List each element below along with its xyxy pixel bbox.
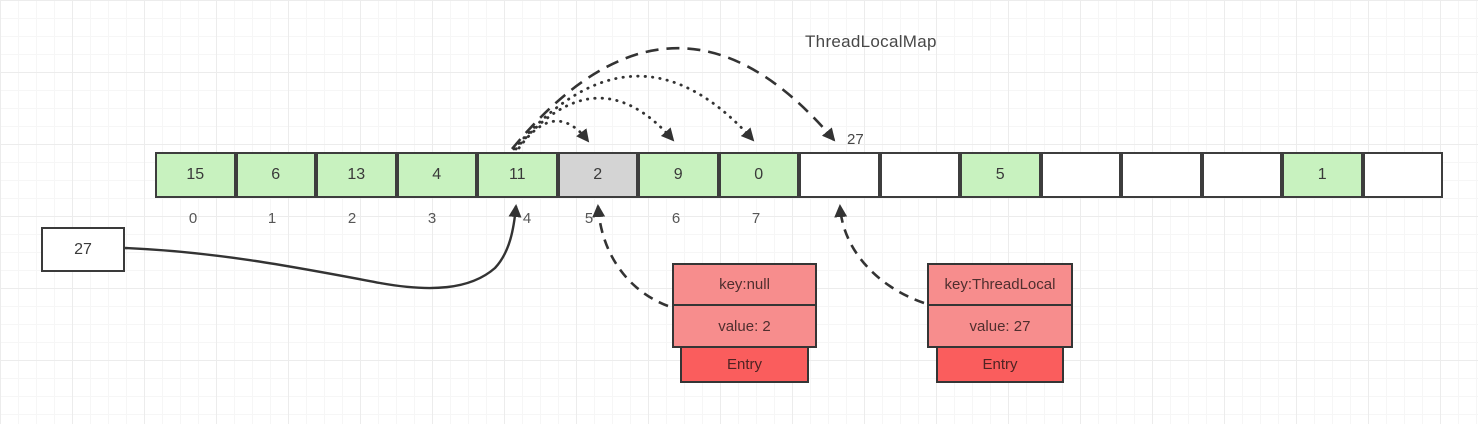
array-cell: 9 — [638, 152, 719, 198]
probe-arc-to-slot8 — [510, 46, 836, 150]
threadlocalmap-array: 15 6 13 4 11 2 9 0 5 1 — [155, 152, 1443, 198]
array-cell — [879, 152, 960, 198]
array-cell: 6 — [235, 152, 316, 198]
entry-box-stale: key:null value: 2 Entry — [672, 263, 817, 383]
index-label: 2 — [347, 210, 357, 227]
array-cell — [1362, 152, 1443, 198]
diagram-title: ThreadLocalMap — [805, 32, 937, 51]
index-label: 3 — [427, 210, 437, 227]
array-cell-stale: 2 — [557, 152, 638, 198]
entry-value-row: value: 27 — [927, 304, 1073, 348]
entry-key-row: key:null — [672, 263, 817, 306]
index-label: 6 — [671, 210, 681, 227]
entry-box-live: key:ThreadLocal value: 27 Entry — [927, 263, 1073, 383]
stale-entry-to-slot5-curve — [592, 204, 669, 308]
entry-value-row: value: 2 — [672, 304, 817, 348]
array-cell: 13 — [316, 152, 397, 198]
array-cell: 4 — [396, 152, 477, 198]
probe-arc-to-slot5 — [517, 119, 590, 150]
array-cell — [799, 152, 880, 198]
index-label: 0 — [188, 210, 198, 227]
array-cell: 5 — [960, 152, 1041, 198]
index-label: 5 — [584, 210, 594, 227]
probe-arc-to-slot6 — [514, 96, 675, 151]
entry-to-slot8-curve — [834, 204, 925, 305]
index-label: 1 — [267, 210, 277, 227]
entry-key-row: key:ThreadLocal — [927, 263, 1073, 306]
value-source-box: 27 — [41, 227, 125, 272]
source-to-slot4-curve — [124, 204, 522, 290]
array-cell: 11 — [477, 152, 558, 198]
array-cell: 15 — [155, 152, 236, 198]
array-cell — [1040, 152, 1121, 198]
array-cell: 1 — [1282, 152, 1363, 198]
array-cell — [1201, 152, 1282, 198]
index-label: 7 — [751, 210, 761, 227]
probe-arc-to-slot7 — [512, 74, 755, 151]
array-cell — [1121, 152, 1202, 198]
entry-tab-label: Entry — [936, 346, 1064, 383]
index-label: 4 — [522, 210, 532, 227]
value-source-text: 27 — [74, 240, 92, 258]
array-cell: 0 — [718, 152, 799, 198]
probe-value-label: 27 — [847, 131, 864, 148]
entry-tab-label: Entry — [680, 346, 809, 383]
